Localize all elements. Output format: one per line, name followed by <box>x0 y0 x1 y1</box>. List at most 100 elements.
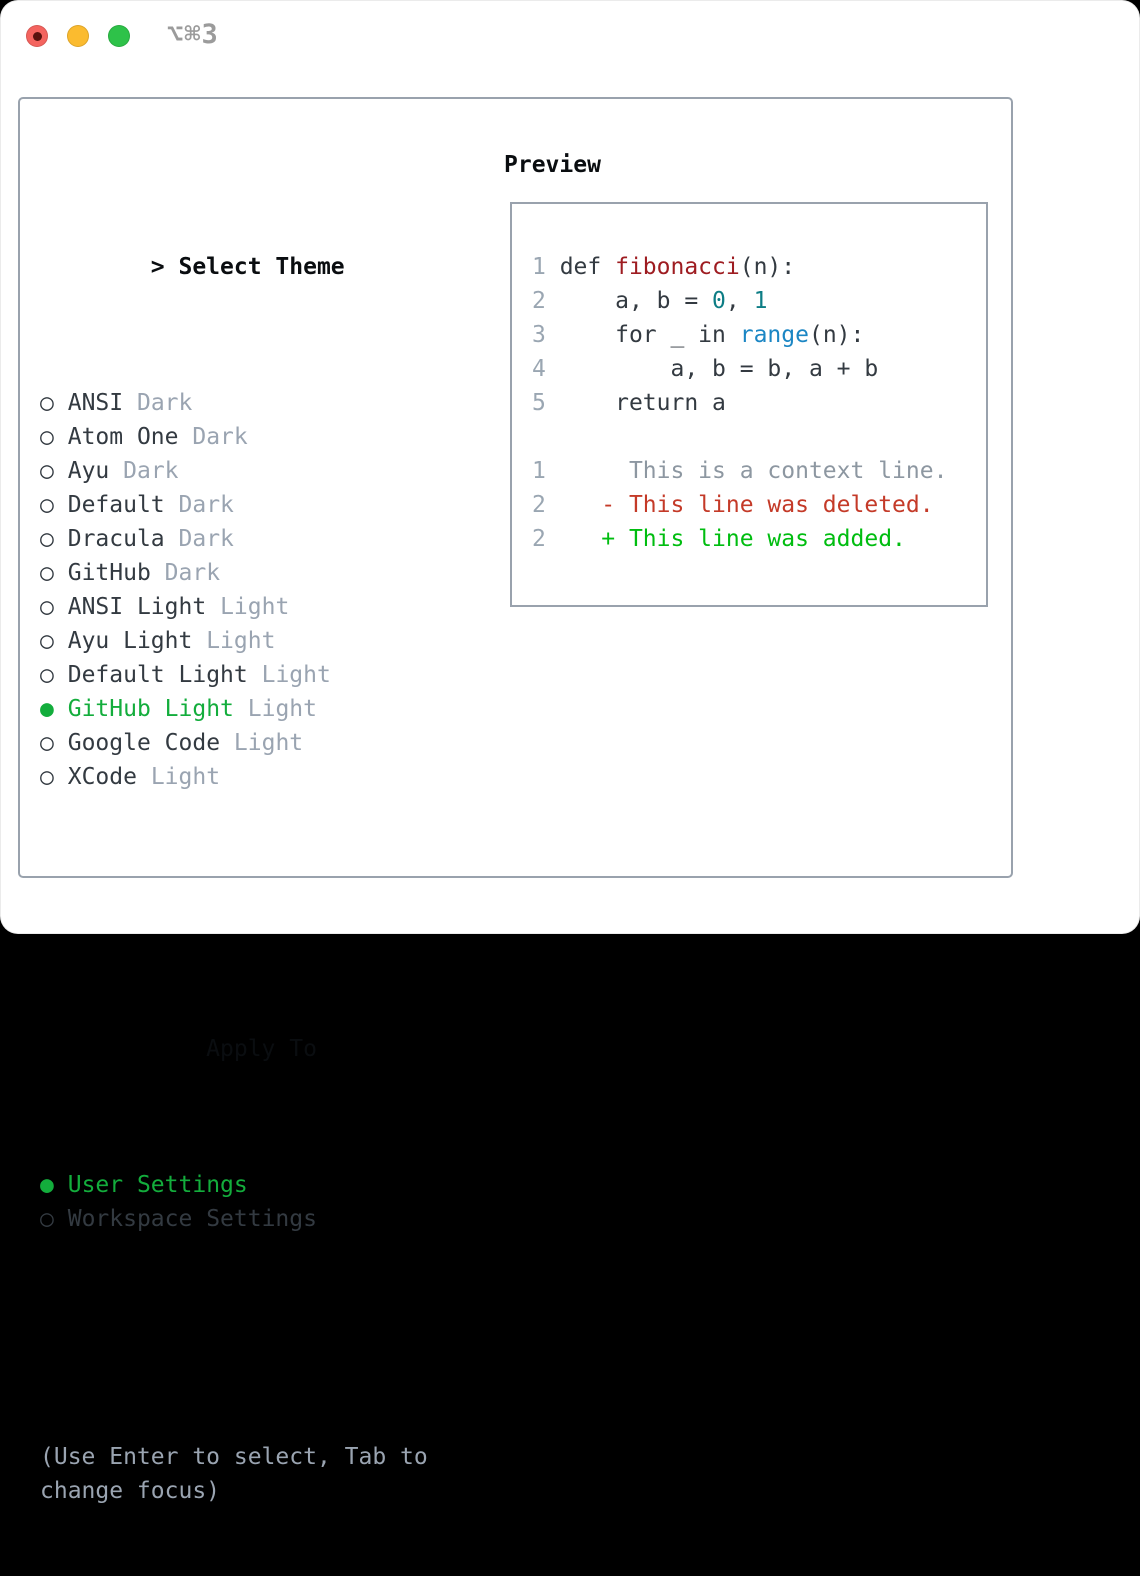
theme-name: Atom One <box>67 424 179 450</box>
theme-selector-column: >Select Theme ○ ANSI Dark○ Atom One Dark… <box>40 148 428 1576</box>
code-segment-code: (n): <box>808 322 865 348</box>
theme-option-default[interactable]: ○ Default Dark <box>40 488 428 522</box>
radio-selected-icon: ● <box>40 1172 54 1198</box>
theme-variant: Light <box>247 696 317 722</box>
code-line: 2 + This line was added. <box>532 522 978 556</box>
theme-option-google-code[interactable]: ○ Google Code Light <box>40 726 428 760</box>
code-segment-ln: 2 <box>532 526 560 552</box>
code-segment-code: def <box>559 254 616 280</box>
theme-name: Default <box>67 492 165 518</box>
preview-title: Preview <box>504 152 601 178</box>
keyboard-shortcut-label: ⌥⌘3 <box>167 19 219 50</box>
code-segment-ctx: This is a context line. <box>559 458 948 484</box>
maximize-button[interactable] <box>108 25 130 47</box>
code-segment-num: 0 <box>712 288 726 314</box>
apply-to-section: Apply To ● User Settings○ Workspace Sett… <box>40 930 428 1304</box>
radio-unselected-icon: ○ <box>40 628 54 654</box>
help-text: (Use Enter to select, Tab to change focus… <box>40 1440 428 1508</box>
code-segment-ln: 1 <box>532 254 560 280</box>
code-segment-title: fibonacci <box>615 254 740 280</box>
theme-option-xcode[interactable]: ○ XCode Light <box>40 760 428 794</box>
code-segment-code: , <box>725 288 754 314</box>
theme-option-default-light[interactable]: ○ Default Light Light <box>40 658 428 692</box>
help-line: change focus) <box>40 1478 221 1504</box>
radio-unselected-icon: ○ <box>40 764 54 790</box>
code-segment-ln: 5 <box>532 390 560 416</box>
app-window: ⌥⌘3 >Select Theme ○ ANSI Dark○ Atom One … <box>0 0 1140 1504</box>
code-segment-num: 1 <box>753 288 768 314</box>
theme-option-ansi[interactable]: ○ ANSI Dark <box>40 386 428 420</box>
radio-unselected-icon: ○ <box>40 594 54 620</box>
theme-variant: Light <box>206 628 276 654</box>
help-line: (Use Enter to select, Tab to <box>40 1444 428 1470</box>
radio-unselected-icon: ○ <box>40 560 54 586</box>
apply-option-user-settings[interactable]: ● User Settings <box>40 1168 428 1202</box>
apply-to-header-row: Apply To <box>40 998 428 1100</box>
select-theme-header-row: > Select Theme <box>40 216 428 318</box>
apply-option-workspace-settings[interactable]: ○ Workspace Settings <box>40 1202 428 1236</box>
code-segment-ln: 1 <box>532 458 560 484</box>
code-segment-add: + This line was added. <box>559 526 906 552</box>
select-theme-title: Select Theme <box>178 254 345 280</box>
theme-option-dracula[interactable]: ○ Dracula Dark <box>40 522 428 556</box>
traffic-light-buttons <box>26 25 130 47</box>
radio-unselected-icon: ○ <box>40 458 54 484</box>
apply-to-title: Apply To <box>206 1036 317 1062</box>
radio-unselected-icon: ○ <box>40 424 54 450</box>
code-segment-code: a, b = b, a + b <box>559 356 879 382</box>
theme-variant: Light <box>261 662 331 688</box>
code-segment-code <box>532 424 546 450</box>
code-segment-ln: 3 <box>532 322 560 348</box>
code-segment-ln: 4 <box>532 356 560 382</box>
theme-name: Ayu <box>67 458 110 484</box>
theme-variant: Light <box>220 594 290 620</box>
theme-option-github-light[interactable]: ● GitHub Light Light <box>40 692 428 726</box>
radio-unselected-icon: ○ <box>40 492 54 518</box>
theme-name: ANSI Light <box>67 594 207 620</box>
theme-option-ayu[interactable]: ○ Ayu Dark <box>40 454 428 488</box>
code-line: 1 def fibonacci(n): <box>532 250 978 284</box>
code-segment-code: (n): <box>739 254 796 280</box>
code-segment-builtin: range <box>739 322 809 348</box>
radio-unselected-icon: ○ <box>40 1206 54 1232</box>
theme-variant: Dark <box>178 492 234 518</box>
code-line <box>532 420 978 454</box>
theme-variant: Dark <box>178 526 234 552</box>
apply-option-label: User Settings <box>67 1172 248 1198</box>
apply-to-options: ● User Settings○ Workspace Settings <box>40 1168 428 1236</box>
theme-variant: Light <box>150 764 221 790</box>
theme-name: GitHub <box>67 560 151 586</box>
code-line: 3 for _ in range(n): <box>532 318 978 352</box>
titlebar: ⌥⌘3 <box>0 0 1140 97</box>
theme-variant: Dark <box>164 560 221 586</box>
theme-variant: Light <box>233 730 304 756</box>
code-line: 2 - This line was deleted. <box>532 488 978 522</box>
theme-option-atom-one[interactable]: ○ Atom One Dark <box>40 420 428 454</box>
code-line: 4 a, b = b, a + b <box>532 352 978 386</box>
code-line: 5 return a <box>532 386 978 420</box>
theme-option-ansi-light[interactable]: ○ ANSI Light Light <box>40 590 428 624</box>
theme-name: Dracula <box>67 526 165 552</box>
theme-name: ANSI <box>67 390 124 416</box>
theme-name: Ayu Light <box>67 628 193 654</box>
selection-prompt-icon: > <box>150 254 165 280</box>
theme-name: XCode <box>67 764 137 790</box>
code-segment-ln: 2 <box>532 492 560 518</box>
theme-variant: Dark <box>123 458 179 484</box>
radio-unselected-icon: ○ <box>40 662 54 688</box>
code-line: 2 a, b = 0, 1 <box>532 284 978 318</box>
theme-option-github[interactable]: ○ GitHub Dark <box>40 556 428 590</box>
theme-variant: Dark <box>136 390 193 416</box>
close-button[interactable] <box>26 25 48 47</box>
radio-unselected-icon: ○ <box>40 390 54 416</box>
theme-option-ayu-light[interactable]: ○ Ayu Light Light <box>40 624 428 658</box>
code-segment-code: a, b = <box>559 288 713 314</box>
apply-option-label: Workspace Settings <box>67 1206 317 1232</box>
code-segment-code: return a <box>559 390 726 416</box>
theme-picker-panel: >Select Theme ○ ANSI Dark○ Atom One Dark… <box>18 97 1013 1504</box>
radio-unselected-icon: ○ <box>40 526 54 552</box>
theme-variant: Dark <box>192 424 248 450</box>
minimize-button[interactable] <box>67 25 89 47</box>
theme-name: GitHub Light <box>67 696 234 722</box>
